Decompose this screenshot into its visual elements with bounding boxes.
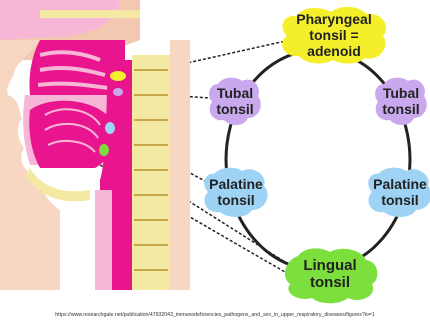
palatine-left-label: Palatine tonsil bbox=[207, 176, 265, 208]
source-url: https://www.researchgate.net/publication… bbox=[0, 312, 430, 318]
node-lingual-tonsil: Lingual tonsil bbox=[282, 246, 378, 302]
neck-skin bbox=[170, 40, 190, 290]
lingual-marker bbox=[99, 144, 109, 156]
node-palatine-tonsil-right: Palatine tonsil bbox=[366, 166, 430, 218]
pharyngeal-label: Pharyngeal tonsil = adenoid bbox=[290, 11, 378, 59]
skull-bone bbox=[40, 10, 140, 18]
larynx bbox=[95, 190, 112, 290]
palatine-marker bbox=[105, 122, 115, 134]
tubal-right-label: Tubal tonsil bbox=[379, 85, 423, 117]
node-tubal-tonsil-right: Tubal tonsil bbox=[374, 76, 428, 126]
node-tubal-tonsil-left: Tubal tonsil bbox=[208, 76, 262, 126]
node-pharyngeal-tonsil: Pharyngeal tonsil = adenoid bbox=[279, 6, 389, 64]
node-palatine-tonsil-left: Palatine tonsil bbox=[202, 166, 270, 218]
tubal-left-label: Tubal tonsil bbox=[213, 85, 257, 117]
head-sagittal-illustration bbox=[0, 0, 190, 290]
spine bbox=[132, 55, 170, 290]
tubal-marker bbox=[113, 88, 123, 96]
palatine-right-label: Palatine tonsil bbox=[371, 176, 429, 208]
tongue bbox=[29, 101, 114, 168]
adenoid-marker bbox=[110, 71, 126, 81]
lingual-label: Lingual tonsil bbox=[295, 257, 365, 292]
